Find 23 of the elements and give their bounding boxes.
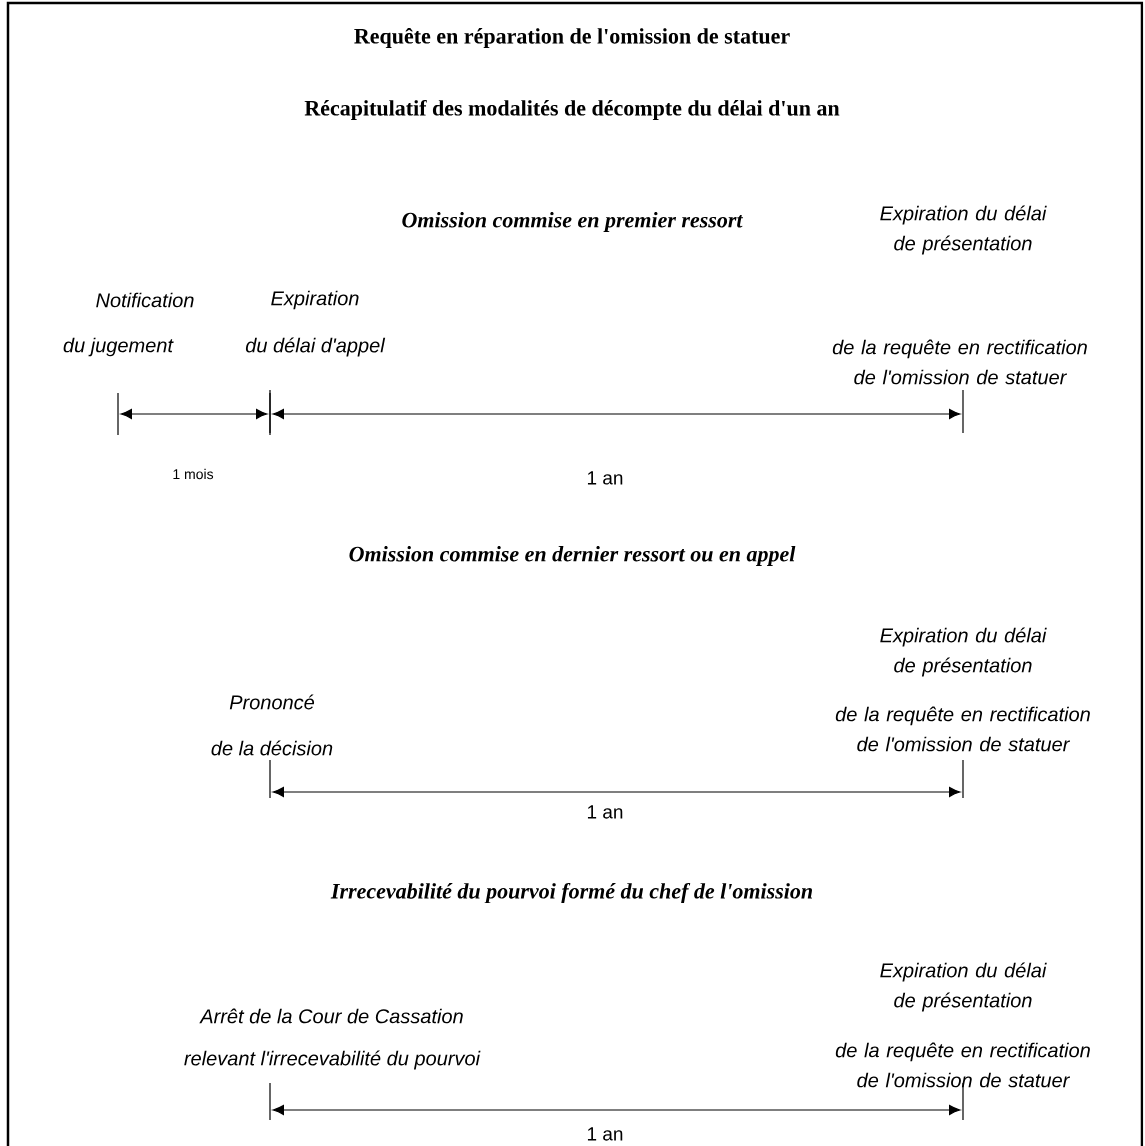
subtitle: Récapitulatif des modalités de décompte du délai d'un an (304, 99, 840, 121)
duration-label: 1 an (587, 805, 623, 819)
event-label: Prononcé (229, 694, 315, 710)
event-label: Expiration du délai de présentation (880, 205, 1047, 255)
duration-label: 1 an (587, 471, 623, 485)
event-label: de la requête en rectification de l'omission de statuer (835, 1042, 1090, 1088)
section-heading: Omission commise en dernier ressort ou en appel (349, 546, 796, 566)
event-label: de la requête en rectification de l'omission de statuer (832, 339, 1087, 385)
event-label: Arrêt de la Cour de Cassation (199, 1008, 463, 1024)
event-label: Notification (96, 292, 194, 308)
event-label: Expiration (271, 290, 359, 310)
event-label: du délai d'appel (245, 337, 386, 357)
event-label: de la requête en rectification de l'omission de statuer (835, 706, 1090, 752)
event-label: de la décision (211, 740, 333, 756)
event-label: du jugement (63, 337, 174, 357)
event-label: Expiration du délai de présentation (880, 962, 1047, 1012)
duration-label: 1 an (587, 1127, 623, 1141)
title: Requête en réparation de l'omission de statuer (354, 27, 790, 49)
event-label: Expiration du délai de présentation (880, 627, 1047, 677)
event-label: relevant l'irrecevabilité du pourvoi (184, 1050, 481, 1070)
duration-label: 1 mois (173, 468, 214, 480)
section-heading: Omission commise en premier ressort (402, 212, 744, 232)
section-heading: Irrecevabilité du pourvoi formé du chef de l'omission (330, 882, 813, 904)
